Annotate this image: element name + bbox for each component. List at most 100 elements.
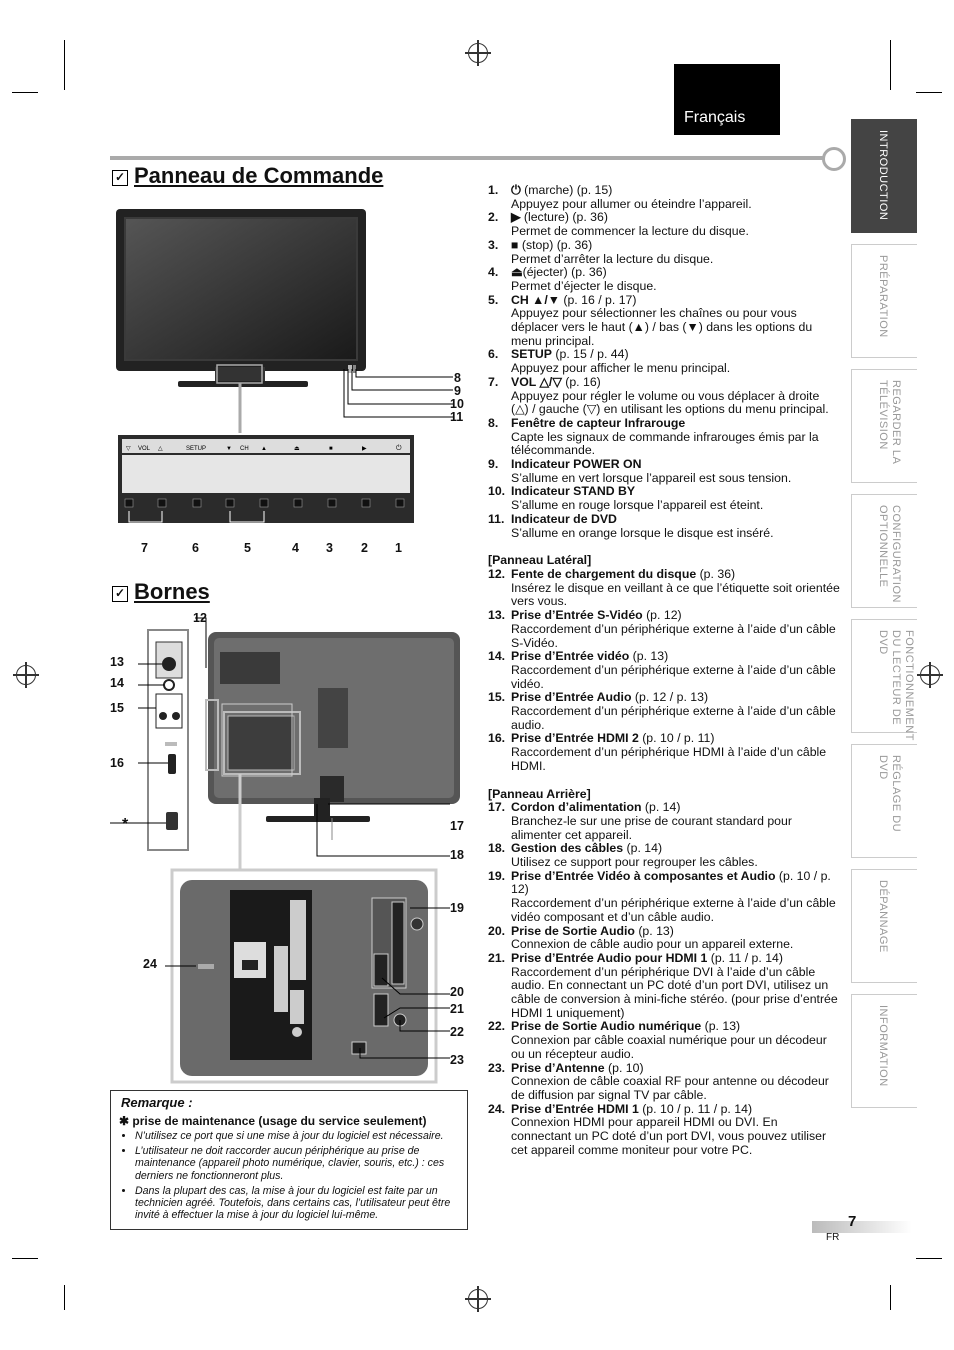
item-number: 12. bbox=[488, 566, 506, 581]
crop-mark bbox=[12, 1258, 38, 1259]
remark-box: Remarque : ✱ prise de maintenance (usage… bbox=[110, 1090, 468, 1230]
tab-introduction[interactable]: INTRODUCTION bbox=[851, 119, 917, 233]
item-number: 18. bbox=[488, 841, 506, 856]
item-page-ref: (p. 12) bbox=[642, 608, 682, 623]
item-number: 4. bbox=[488, 265, 499, 280]
callout-14: 14 bbox=[110, 676, 124, 690]
item-number: 17. bbox=[488, 800, 506, 815]
callout-12: 12 bbox=[193, 611, 207, 625]
item-number: 6. bbox=[488, 347, 499, 362]
tab-reglage-dvd[interactable]: RÉGLAGE DU DVD bbox=[851, 744, 917, 858]
item-page-ref: (p. 11 / p. 14) bbox=[707, 950, 783, 965]
description-item: 7.VOL △/▽ (p. 16)Appuyez pour régler le … bbox=[488, 374, 840, 417]
registration-mark-icon bbox=[465, 40, 491, 66]
description-item: 16.Prise d’Entrée HDMI 2 (p. 10 / p. 11)… bbox=[488, 732, 840, 773]
description-item: 2.▶ (lecture) (p. 36)Permet de commencer… bbox=[488, 211, 840, 238]
callout-asterisk: * bbox=[122, 816, 129, 833]
item-number: 13. bbox=[488, 608, 506, 623]
callout-6: 6 bbox=[192, 541, 199, 555]
description-item: 22.Prise de Sortie Audio numérique (p. 1… bbox=[488, 1020, 840, 1061]
item-number: 24. bbox=[488, 1101, 506, 1116]
item-title: VOL △/▽ bbox=[511, 374, 562, 389]
item-number: 15. bbox=[488, 690, 506, 705]
section-title-panneau: ✓Panneau de Commande bbox=[112, 163, 383, 189]
item-number: 19. bbox=[488, 868, 506, 883]
callout-23: 23 bbox=[450, 1053, 464, 1067]
item-page-ref: (p. 14) bbox=[623, 841, 663, 856]
item-page-ref: (p. 10 / p. 12) bbox=[511, 868, 831, 897]
item-description: Connexion de câble audio pour un apparei… bbox=[511, 937, 794, 952]
description-item: 14.Prise d’Entrée vidéo (p. 13)Raccordem… bbox=[488, 649, 840, 691]
item-title: Prise d’Entrée S-Vidéo bbox=[511, 608, 643, 623]
item-page-ref: (lecture) (p. 36) bbox=[520, 210, 608, 225]
tab-information[interactable]: INFORMATION bbox=[851, 994, 917, 1108]
tv-front-illustration: ▽ VOL △ SETUP ▼ CH ▲ ⏏ ■ ▶ ⏻ bbox=[116, 209, 453, 523]
description-item: 18. Gestion des câbles (p. 14)Utilisez ce… bbox=[488, 841, 840, 870]
item-number: 21. bbox=[488, 950, 506, 965]
item-number: 22. bbox=[488, 1019, 506, 1034]
item-page-ref: (marche) (p. 15) bbox=[520, 183, 613, 197]
crop-mark bbox=[64, 1285, 65, 1310]
page-number-bar: 7 bbox=[812, 1213, 912, 1233]
callout-1: 1 bbox=[395, 541, 402, 555]
item-title: SETUP bbox=[511, 347, 552, 362]
svg-text:▶: ▶ bbox=[362, 446, 367, 452]
tab-regarder-television[interactable]: REGARDER LA TÉLÉVISION bbox=[851, 369, 917, 483]
description-item: 24. Prise d’Entrée HDMI 1 (p. 10 / p. 11 … bbox=[488, 1101, 840, 1158]
callout-24: 24 bbox=[143, 957, 157, 971]
item-title: ⏏ bbox=[511, 265, 523, 280]
tab-configuration-optionnelle[interactable]: CONFIGURATION OPTIONNELLE bbox=[851, 494, 917, 608]
callout-4: 4 bbox=[292, 541, 299, 555]
item-description: S’allume en vert lorsque l’appareil est … bbox=[511, 470, 792, 485]
tab-preparation[interactable]: PRÉPARATION bbox=[851, 244, 917, 358]
item-page-ref: (p. 13) bbox=[629, 649, 669, 664]
item-number: 3. bbox=[488, 237, 499, 252]
item-title: Prise d’Entrée vidéo bbox=[511, 649, 630, 664]
item-title: Prise d’Entrée HDMI 1 bbox=[511, 1101, 639, 1116]
description-item: 17.Cordon d’alimentation (p. 14)Branchez… bbox=[488, 800, 840, 842]
item-page-ref: (p. 10 / p. 11 / p. 14) bbox=[638, 1101, 753, 1116]
callout-13: 13 bbox=[110, 655, 124, 669]
item-title: Gestion des câbles bbox=[511, 841, 624, 856]
item-description: Raccordement d’un périphérique externe à… bbox=[511, 621, 836, 650]
item-number: 20. bbox=[488, 923, 506, 938]
tab-depannage[interactable]: DÉPANNAGE bbox=[851, 869, 917, 983]
description-item: 15.Prise d’Entrée Audio (p. 12 / p. 13)R… bbox=[488, 690, 840, 732]
item-title: Indicateur STAND BY bbox=[511, 484, 636, 499]
svg-text:▲: ▲ bbox=[261, 446, 267, 452]
description-item: 13. Prise d’Entrée S-Vidéo (p. 12)Raccord… bbox=[488, 608, 840, 650]
item-number: 11. bbox=[488, 511, 505, 526]
item-description: Utilisez ce support pour regrouper les c… bbox=[511, 855, 758, 870]
item-page-ref: (p. 16 / p. 17) bbox=[559, 292, 637, 307]
registration-mark-icon bbox=[917, 662, 943, 688]
svg-text:▼: ▼ bbox=[226, 446, 232, 452]
callout-22: 22 bbox=[450, 1025, 464, 1039]
registration-mark-icon bbox=[13, 662, 39, 688]
callout-16: 16 bbox=[110, 756, 124, 770]
crop-mark bbox=[890, 40, 891, 90]
item-title: Fenêtre de capteur Infrarouge bbox=[511, 415, 686, 430]
description-item: 19. Prise d’Entrée Vidéo à composantes et… bbox=[488, 868, 840, 925]
crop-mark bbox=[890, 1285, 891, 1310]
item-description: Connexion par câble coaxial numérique po… bbox=[511, 1033, 827, 1061]
language-label: Français bbox=[674, 64, 780, 135]
tv-rear-illustration bbox=[110, 617, 460, 1084]
item-description: Appuyez pour allumer ou éteindre l’appar… bbox=[511, 196, 752, 211]
checkbox-icon: ✓ bbox=[112, 586, 128, 602]
item-title: ⏻ bbox=[511, 183, 521, 197]
item-title: ■ bbox=[511, 237, 519, 252]
item-title: Prise d’Entrée Audio bbox=[511, 690, 632, 705]
item-description: Raccordement d’un périphérique DVI à l’a… bbox=[511, 964, 838, 1020]
description-item: 6.SETUP (p. 15 / p. 44)Appuyez pour affi… bbox=[488, 348, 840, 375]
item-description: S’allume en rouge lorsque l’appareil est… bbox=[511, 498, 764, 513]
item-description: S’allume en orange lorsque le disque est… bbox=[511, 525, 774, 540]
group-label-arriere: [Panneau Arrière] bbox=[488, 786, 591, 801]
checkbox-icon: ✓ bbox=[112, 170, 128, 186]
tab-fonctionnement-dvd[interactable]: FONCTIONNEMENT DU LECTEUR DE DVD bbox=[851, 619, 917, 741]
item-page-ref: (p. 16) bbox=[561, 374, 601, 389]
description-item: 21.Prise d’Entrée Audio pour HDMI 1 (p. … bbox=[488, 950, 840, 1021]
description-item: 12.Fente de chargement du disque (p. 36)… bbox=[488, 566, 840, 609]
item-title: Indicateur POWER ON bbox=[511, 457, 642, 472]
item-title: Prise d’Entrée Vidéo à composantes et Au… bbox=[511, 868, 776, 883]
